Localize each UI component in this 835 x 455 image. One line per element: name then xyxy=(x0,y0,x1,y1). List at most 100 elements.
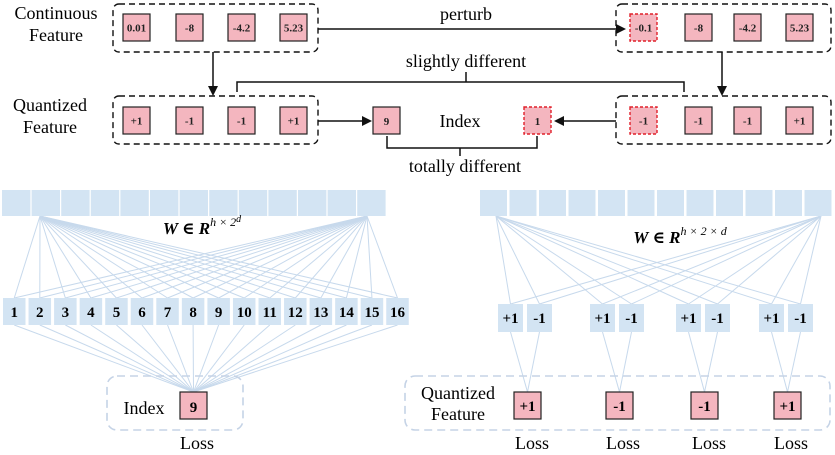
left-fan-line xyxy=(39,215,92,299)
perturbed-feature-value-3: -4.2 xyxy=(739,23,757,35)
right-quantized-value-1: +1 xyxy=(519,399,535,415)
right-pair-4-cell-2 xyxy=(788,304,813,332)
left-code-label-6: 6 xyxy=(138,305,146,321)
left-fan-line xyxy=(366,215,373,299)
index-value-right: 1 xyxy=(535,116,541,128)
left-fan-line xyxy=(193,324,347,393)
right-pair-2-cell-1 xyxy=(590,304,615,332)
left-embedding-cell xyxy=(179,190,208,216)
perturbed-quantized-value-4: +1 xyxy=(794,116,806,128)
left-loss-label: Loss xyxy=(180,433,214,453)
left-fan-line xyxy=(193,324,296,393)
quantized-feature-cell-4 xyxy=(279,106,308,135)
left-code-cell-8 xyxy=(181,298,205,325)
left-code-cell-10 xyxy=(232,298,256,325)
continuous-feature-label-line2: Feature xyxy=(29,25,83,45)
left-fan-line xyxy=(294,215,368,299)
right-embedding-cell xyxy=(745,190,773,216)
right-fan-line xyxy=(495,215,603,305)
perturbed-quantized-cell-2 xyxy=(684,106,713,135)
right-fan-line xyxy=(704,331,718,393)
left-embedding-cell xyxy=(90,190,120,216)
left-fan-line xyxy=(269,215,368,299)
right-formula: W ∈ Rh × 2 × d xyxy=(633,224,727,247)
slightly-different-label: slightly different xyxy=(406,51,526,71)
perturbed-feature-cell-1 xyxy=(629,13,658,42)
left-code-cell-9 xyxy=(207,298,230,325)
left-formula: W ∈ Rh × 2d xyxy=(163,214,242,238)
left-fan-line xyxy=(90,215,368,299)
left-fan-line xyxy=(193,324,245,393)
left-code-cell-7 xyxy=(156,298,179,325)
right-embedding-cell xyxy=(568,190,596,216)
right-embedding-cell xyxy=(657,190,684,216)
right-quantized-label-line2: Feature xyxy=(431,404,485,424)
right-embedding-cell xyxy=(804,190,832,216)
quantized-feature-cells: +1-1-1+1 xyxy=(122,106,308,135)
left-fan-line xyxy=(39,215,270,299)
right-pair-1-value-2: -1 xyxy=(533,311,546,327)
left-code-cell-2 xyxy=(28,298,52,325)
left-embedding-cell xyxy=(120,190,149,216)
left-code-label-5: 5 xyxy=(113,305,121,321)
quantized-feature-cell-3 xyxy=(227,106,256,135)
right-fan-line xyxy=(495,215,689,305)
continuous-feature-cell-1 xyxy=(122,13,151,42)
right-embedding-cell xyxy=(627,190,655,216)
left-embedding-cell xyxy=(357,190,386,216)
left-code-label-9: 9 xyxy=(215,305,223,321)
left-code-label-11: 11 xyxy=(263,305,277,321)
left-fan-line xyxy=(39,215,219,299)
right-quantized-label-line1: Quantized xyxy=(421,383,495,403)
right-pair-3-cell-1 xyxy=(676,304,701,332)
perturb-label: perturb xyxy=(440,4,492,24)
quantized-feature-label-line1: Quantized xyxy=(13,95,87,115)
right-embedding-cells xyxy=(480,190,832,216)
left-fan-line xyxy=(141,215,368,299)
left-code-cell-4 xyxy=(79,298,103,325)
left-fan-line xyxy=(116,215,368,299)
right-quantized-cells: +1-1-1+1 xyxy=(513,391,802,420)
right-fan-line xyxy=(787,331,801,393)
left-fan-line xyxy=(243,215,368,299)
left-code-cell-13 xyxy=(309,298,333,325)
left-embedding-cell xyxy=(150,190,179,216)
perturbed-quantized-value-2: -1 xyxy=(694,116,703,128)
left-fan-line xyxy=(39,215,373,299)
left-code-label-12: 12 xyxy=(288,305,303,321)
right-fan-line xyxy=(619,331,632,393)
continuous-feature-value-4: 5.23 xyxy=(284,23,304,35)
quantized-feature-value-3: -1 xyxy=(237,116,246,128)
continuous-feature-cell-4 xyxy=(279,13,308,42)
right-embedding-cell xyxy=(716,190,743,216)
left-index-value: 9 xyxy=(190,400,198,416)
quantized-feature-cell-1 xyxy=(122,106,151,135)
left-code-label-1: 1 xyxy=(11,305,19,321)
left-fan-line xyxy=(320,215,368,299)
right-embedding-cell xyxy=(509,190,537,216)
right-pair-4-cell-1 xyxy=(759,304,784,332)
left-code-label-3: 3 xyxy=(62,305,70,321)
left-code-label-15: 15 xyxy=(364,305,379,321)
quantized-feature-group xyxy=(112,95,319,145)
perturbed-feature-value-2: -8 xyxy=(694,23,704,35)
right-pair-3-value-2: -1 xyxy=(711,311,724,327)
continuous-feature-cell-3 xyxy=(227,13,256,42)
top-section: Continuous Feature Quantized Feature 0.0… xyxy=(13,3,832,176)
left-code-cell-5 xyxy=(105,298,128,325)
left-fan-line xyxy=(218,215,368,299)
right-fan-lines xyxy=(495,215,822,393)
left-fan-line xyxy=(39,215,296,299)
right-fan-line xyxy=(495,215,718,305)
index-value-left: 9 xyxy=(384,116,390,128)
left-code-label-10: 10 xyxy=(237,305,252,321)
left-code-cell-14 xyxy=(335,298,358,325)
left-code-cell-16 xyxy=(386,298,409,325)
right-embedding-cell xyxy=(775,190,802,216)
left-embedding-cell xyxy=(61,190,90,216)
left-code-label-14: 14 xyxy=(339,305,355,321)
right-quantized-cell-3 xyxy=(690,391,719,420)
perturbed-feature-value-4: 5.23 xyxy=(790,23,810,35)
right-fan-line xyxy=(602,331,620,393)
